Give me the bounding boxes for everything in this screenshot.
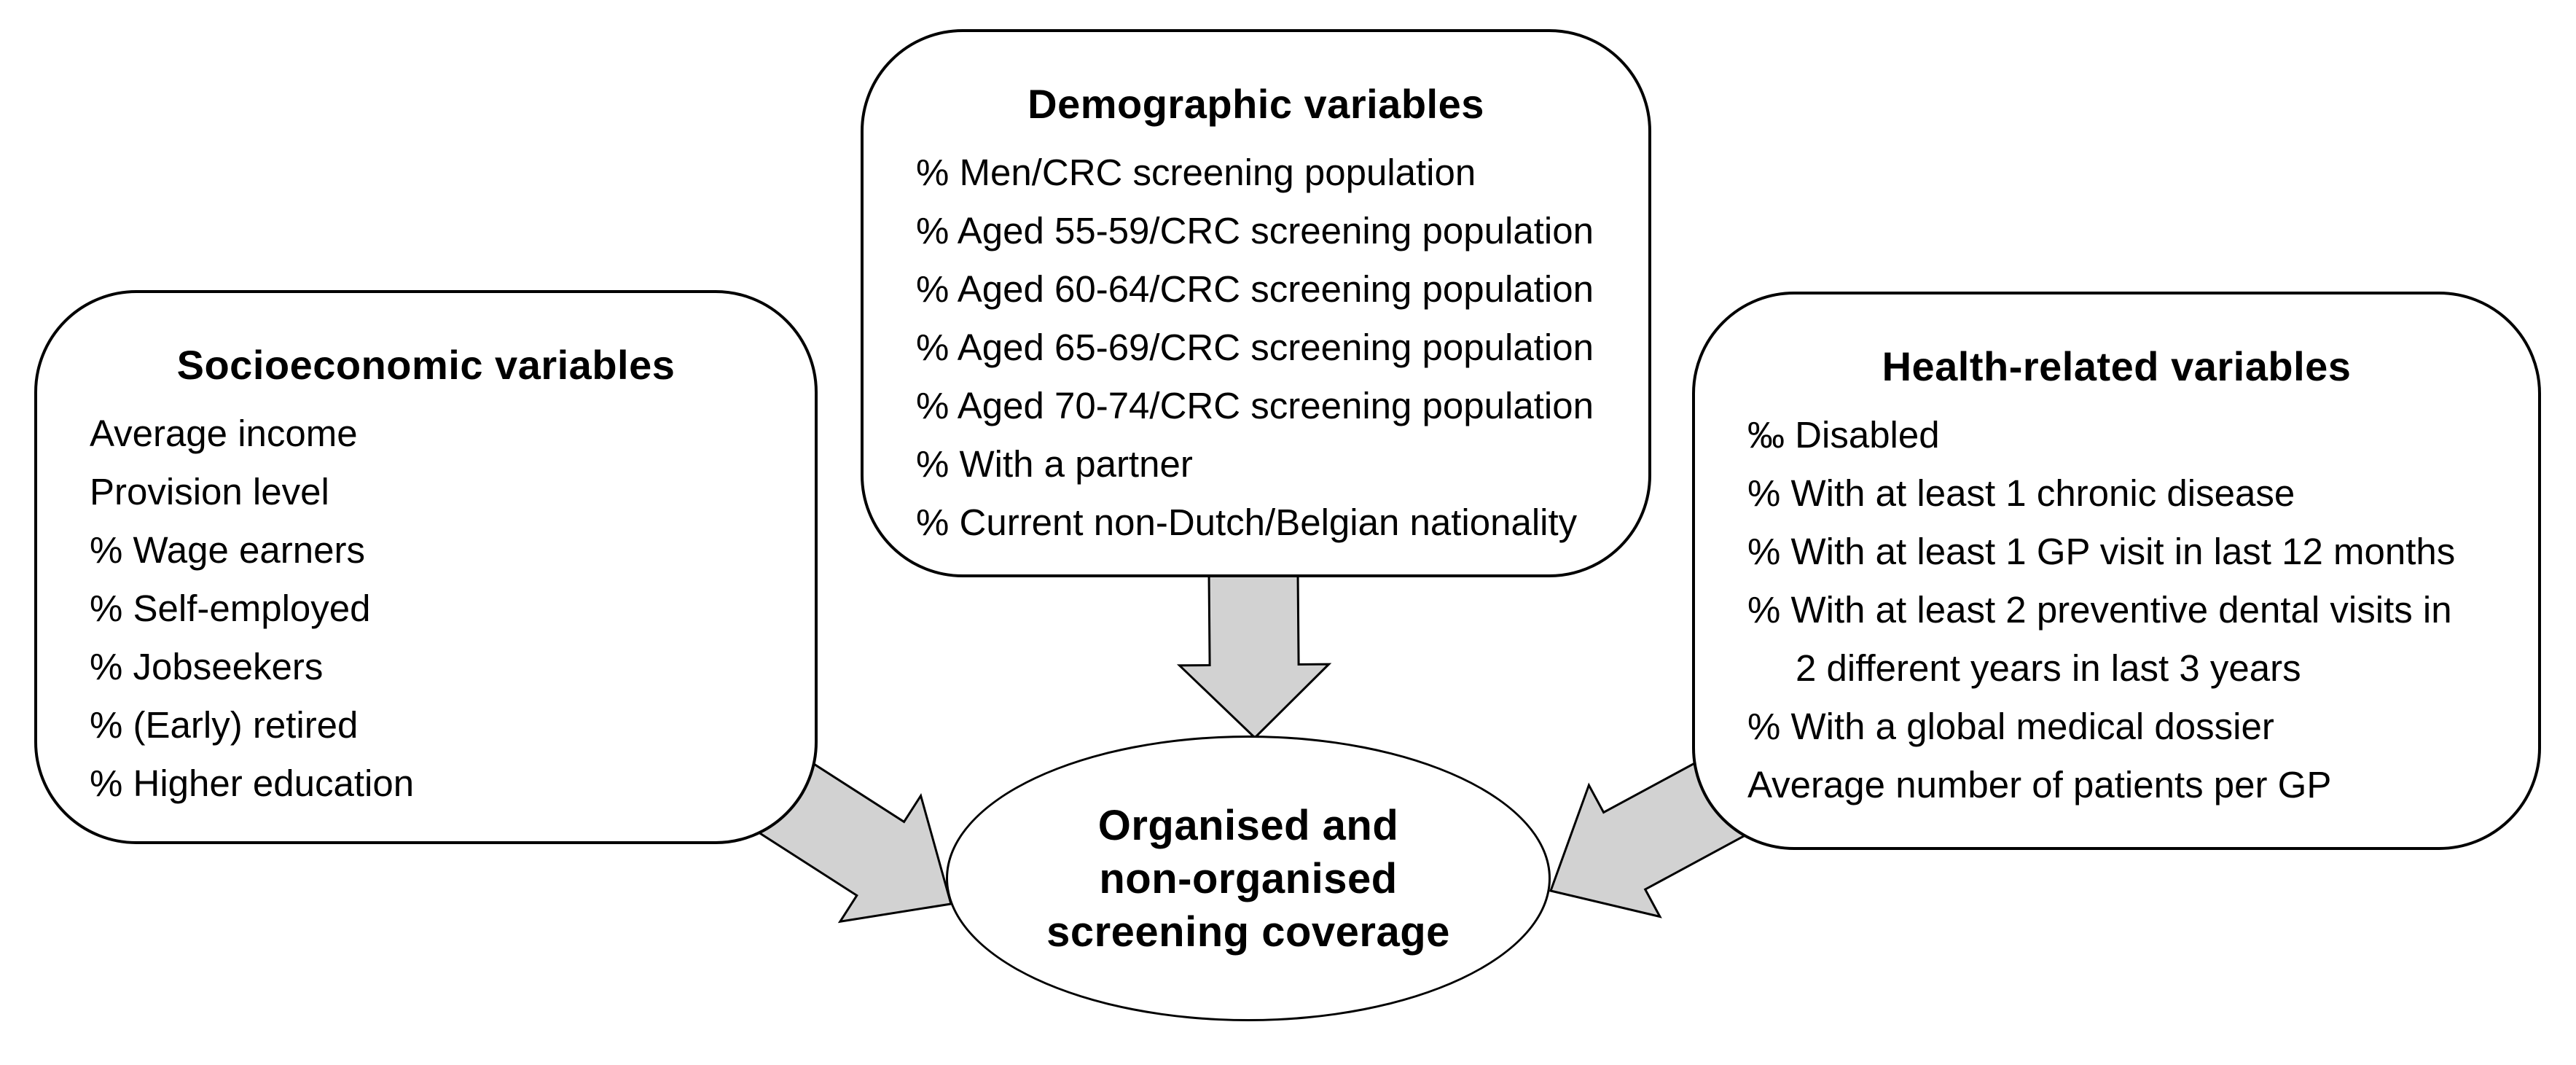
list-item: % Higher education (90, 762, 415, 804)
demographic-item-list: % Men/CRC screening population % Aged 55-… (864, 152, 1648, 543)
health-related-variables-box: Health-related variables ‰ Disabled % Wit… (1692, 292, 2541, 850)
socioeconomic-box-title: Socioeconomic variables (176, 342, 676, 388)
list-item: % Current non-Dutch/Belgian nationality (916, 502, 1578, 543)
list-item: Average income (90, 413, 358, 454)
list-item: % Wage earners (90, 529, 365, 571)
outcome-line: Organised and (1097, 801, 1399, 849)
list-item: % With at least 2 preventive dental visi… (1747, 589, 2452, 631)
list-item: % Aged 70-74/CRC screening population (916, 385, 1594, 426)
outcome-line: screening coverage (1046, 908, 1450, 956)
outcome-ellipse: Organised and non-organised screening co… (946, 736, 1551, 1021)
health-box-title: Health-related variables (1882, 343, 2352, 389)
list-item: % With at least 1 GP visit in last 12 mo… (1747, 531, 2456, 572)
list-item: ‰ Disabled (1747, 414, 1940, 456)
list-item: % (Early) retired (90, 704, 359, 746)
list-item: Provision level (90, 471, 329, 512)
demographic-box-title: Demographic variables (1027, 81, 1484, 127)
demographic-variables-box: Demographic variables % Men/CRC screenin… (861, 29, 1651, 577)
list-item: % Aged 60-64/CRC screening population (916, 268, 1594, 310)
list-item: % Men/CRC screening population (916, 152, 1476, 193)
outcome-line: non-organised (1099, 854, 1398, 902)
list-item: % With at least 1 chronic disease (1747, 472, 2295, 514)
health-item-list: ‰ Disabled % With at least 1 chronic dise… (1695, 414, 2538, 805)
list-item: % With a global medical dossier (1747, 706, 2274, 747)
list-item: % Aged 65-69/CRC screening population (916, 327, 1594, 368)
list-item: % Aged 55-59/CRC screening population (916, 210, 1594, 251)
list-item: Average number of patients per GP (1747, 764, 2332, 805)
list-item: % Jobseekers (90, 646, 324, 687)
list-item: 2 different years in last 3 years (1796, 647, 2301, 689)
list-item: % Self-employed (90, 588, 371, 629)
demographic-to-outcome-arrow (1176, 571, 1332, 740)
list-item: % With a partner (916, 443, 1193, 485)
